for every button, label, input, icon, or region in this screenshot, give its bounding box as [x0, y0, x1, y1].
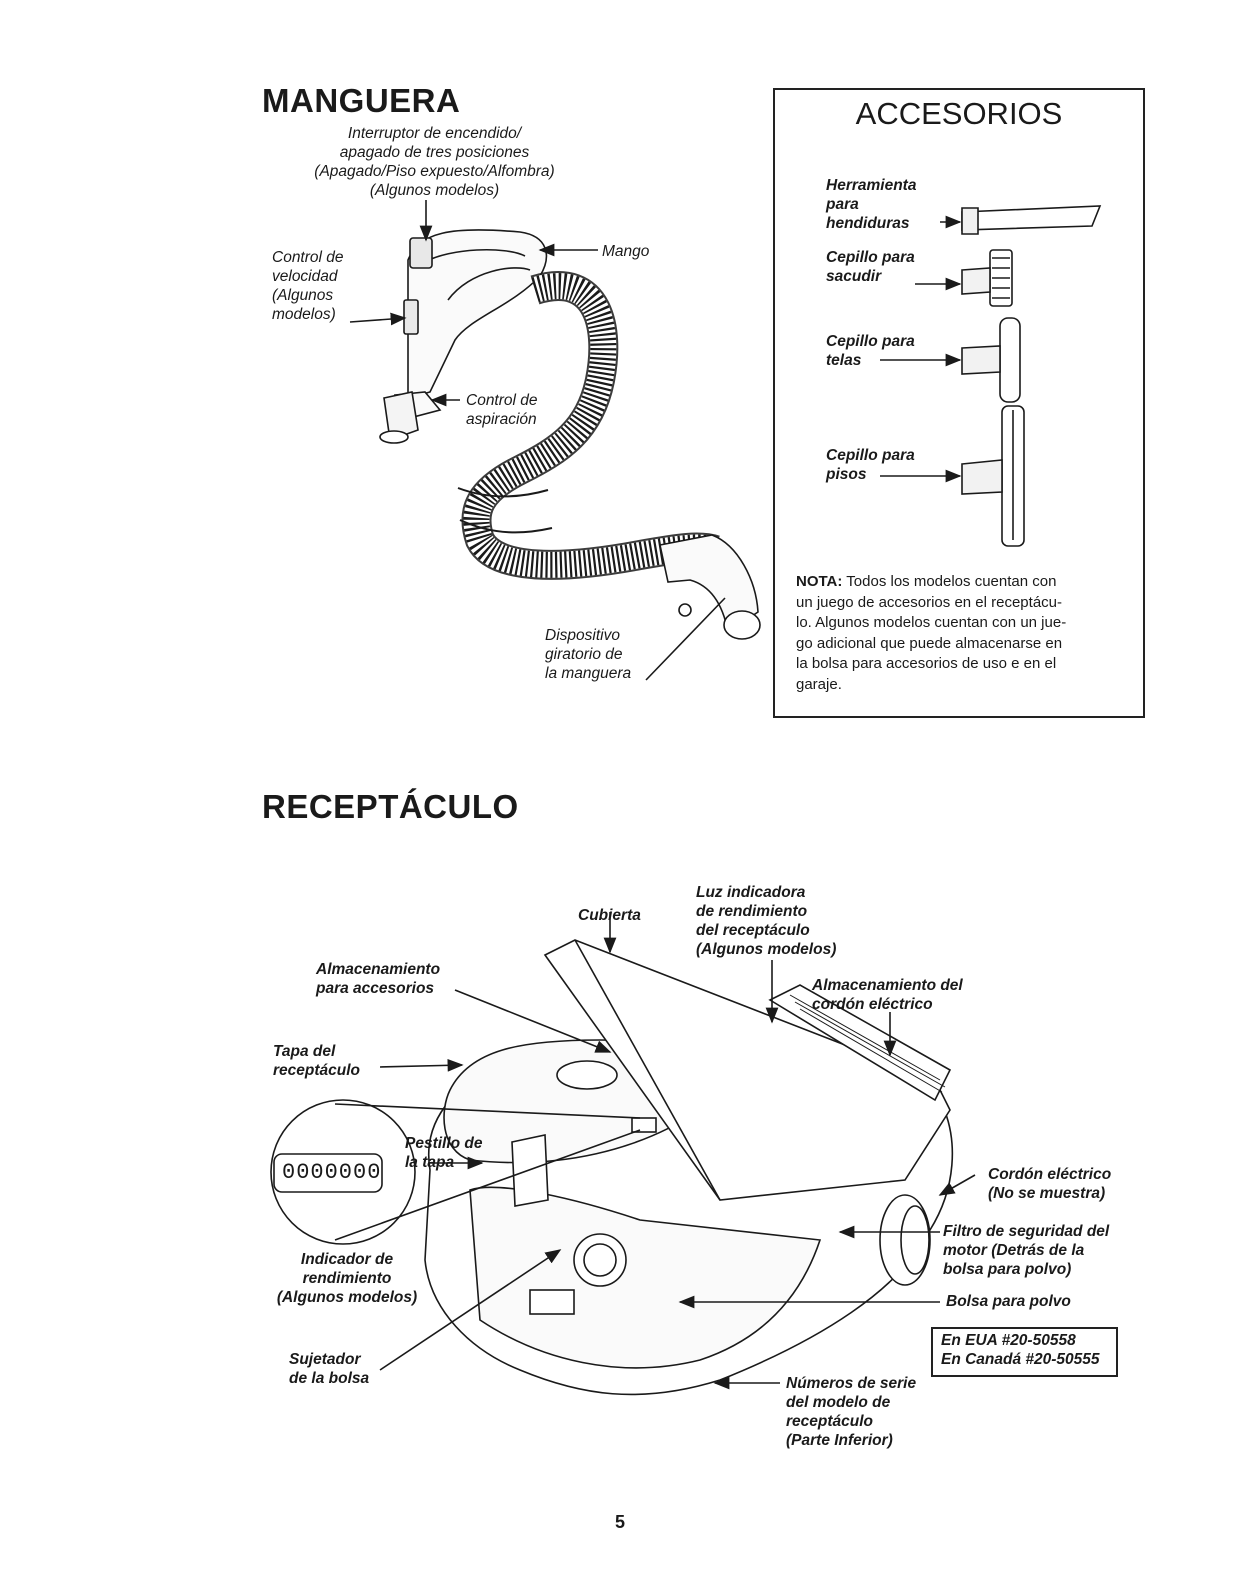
accessories-box [773, 88, 1145, 718]
bag-numbers-box [931, 1327, 1118, 1377]
label-cubierta: Cubierta [578, 907, 641, 924]
section-title-manguera: MANGUERA [262, 82, 461, 119]
label-suction-control: Control de aspiración [466, 392, 538, 428]
leader-swivel [645, 597, 726, 681]
canister-illustration [424, 939, 954, 1396]
crevice-tool-illustration [940, 205, 1102, 235]
label-hose-swivel: Dispositivo giratorio de la manguera [545, 627, 632, 682]
label-sujetador: Sujetador de la bolsa [289, 1351, 370, 1387]
label-filtro: Filtro de seguridad del motor (Detrás de… [943, 1223, 1110, 1278]
label-luz-indicadora: Luz indicadora de rendimiento del recept… [696, 884, 837, 958]
accessories-note: NOTA: Todos los modelos cuentan con un j… [796, 573, 1067, 693]
label-indicador-rendimiento: Indicador de rendimiento (Algunos modelo… [276, 1251, 418, 1306]
label-tapa: Tapa del receptáculo [273, 1043, 361, 1079]
page-number: 5 [614, 1512, 625, 1532]
label-dusting-brush: Cepillo para sacudir [826, 249, 915, 285]
label-speed-control: Control de velocidad (Algunos modelos) [272, 249, 344, 323]
section-title-receptaculo: RECEPTÁCULO [262, 788, 519, 825]
dusting-brush-illustration [915, 249, 1013, 307]
label-crevice-tool: Herramienta para hendiduras [826, 177, 917, 232]
label-upholstery-brush: Cepillo para telas [826, 333, 915, 369]
label-handle: Mango [602, 243, 650, 260]
label-almacenamiento-accesorios: Almacenamiento para accesorios [316, 961, 441, 997]
floor-brush-illustration [880, 405, 1025, 547]
label-bolsa: Bolsa para polvo [946, 1293, 1071, 1310]
label-cordon-electrico: Cordón eléctrico (No se muestra) [988, 1166, 1112, 1202]
section-title-accesorios: ACCESORIOS [855, 96, 1063, 131]
label-almacenamiento-cordon: Almacenamiento del cordón eléctrico [812, 977, 963, 1013]
label-switch: Interruptor de encendido/ apagado de tre… [314, 125, 555, 199]
label-pestillo: Pestillo de la tapa [405, 1135, 483, 1171]
hose-illustration [379, 229, 761, 640]
note-prefix: NOTA: [796, 573, 843, 590]
indicator-glyphs: 0000000 [282, 1160, 382, 1185]
upholstery-brush-illustration [880, 317, 1021, 403]
label-floor-brush: Cepillo para pisos [826, 447, 915, 483]
leader-speed [349, 312, 407, 326]
bag-numbers: En EUA #20-50558 En Canadá #20-50555 [941, 1332, 1100, 1368]
label-numeros-serie: Números de serie del modelo de receptácu… [786, 1375, 917, 1449]
